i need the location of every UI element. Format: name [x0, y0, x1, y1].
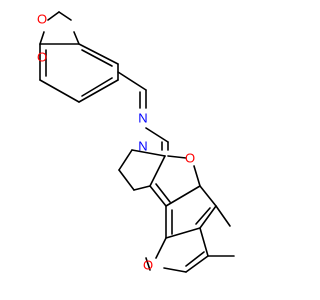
atom-label-o-dioxole-top: O: [37, 12, 47, 27]
oxygen-atom: O: [143, 258, 153, 273]
bond: [185, 251, 205, 267]
bond: [195, 207, 211, 225]
oxygen-atom: O: [37, 50, 47, 65]
bond: [193, 165, 201, 187]
bond: [78, 43, 119, 65]
oxygen-atom: O: [185, 151, 195, 166]
bond: [149, 185, 167, 207]
bond: [81, 77, 113, 97]
bond: [131, 149, 166, 157]
atom-label-n-imine: N: [138, 111, 147, 126]
bond: [199, 205, 217, 229]
bond: [163, 267, 187, 273]
molecule-canvas: O O N N O O: [37, 11, 235, 273]
bond: [165, 227, 201, 239]
bond: [145, 127, 169, 143]
nitrogen-atom: N: [138, 139, 147, 154]
bond: [73, 31, 80, 45]
bond: [78, 79, 119, 103]
oxygen-atom: O: [37, 12, 47, 27]
bond: [145, 257, 151, 271]
bond: [199, 185, 217, 207]
bond: [167, 155, 187, 159]
bond: [118, 169, 135, 191]
bond: [81, 49, 113, 67]
atom-label-o-furan: O: [143, 258, 153, 273]
atom-label-o-dioxole-bottom: O: [37, 50, 47, 65]
bond: [133, 185, 151, 191]
bond: [155, 237, 167, 259]
bond: [118, 149, 133, 171]
bond: [39, 31, 45, 45]
bond: [117, 71, 147, 91]
bond: [199, 227, 209, 257]
bond: [165, 185, 201, 207]
bond: [58, 11, 72, 21]
bond: [215, 205, 231, 227]
bond: [185, 255, 209, 273]
bond: [149, 155, 166, 187]
atom-label-n-hydrazone: N: [138, 139, 147, 154]
bond: [39, 79, 80, 103]
bond: [155, 183, 171, 203]
structure-diagram: O O N N O O: [37, 11, 235, 273]
bond: [47, 11, 60, 21]
atom-label-o-pyran: O: [185, 151, 195, 166]
nitrogen-atom: N: [138, 111, 147, 126]
